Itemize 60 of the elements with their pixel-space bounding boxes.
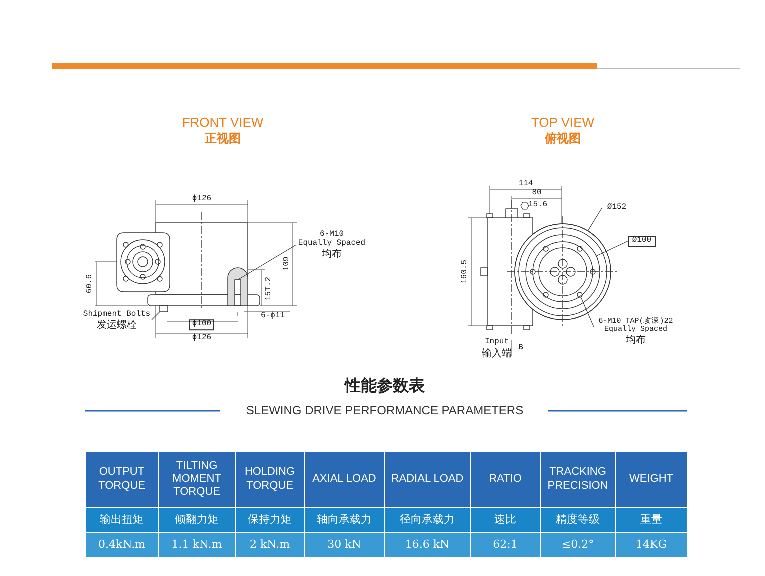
leader-line xyxy=(238,245,296,280)
table-cell: 14KG xyxy=(616,533,688,558)
dimension-label: Input xyxy=(485,338,509,348)
leader-line xyxy=(152,312,160,320)
view-title: 俯视图 xyxy=(545,132,581,146)
view-title: 正视图 xyxy=(205,132,241,146)
leader-line xyxy=(596,241,628,257)
column-header: WEIGHT xyxy=(616,452,688,508)
callout-text: 发运螺栓 xyxy=(96,320,138,331)
leader-line xyxy=(580,297,594,328)
table-cell: ≤0.2° xyxy=(541,533,616,558)
table-cell: 30 kN xyxy=(305,533,385,558)
callout-text: 6-M10 xyxy=(318,231,345,239)
dimension-label: 160.5 xyxy=(462,260,470,284)
callout-text: Shipment Bolts xyxy=(82,311,152,320)
bolt-hole xyxy=(577,292,583,298)
column-header: TRACKING PRECISION xyxy=(541,452,616,508)
dimension-label: ϕ100 xyxy=(189,320,215,330)
column-header: RATIO xyxy=(471,452,541,508)
dimension-label: 15T.2 xyxy=(266,277,274,301)
callout-text: Equally Spaced xyxy=(297,240,367,249)
bolt xyxy=(160,306,168,312)
dimension-label: 15.6 xyxy=(528,202,548,210)
dimension-label: 80 xyxy=(532,190,542,198)
dimension-label: 6-ϕ11 xyxy=(261,312,285,322)
view-title: FRONT VIEW xyxy=(182,116,264,130)
column-header: 精度等级 xyxy=(541,508,616,533)
dimension-label: ϕ126 xyxy=(192,196,212,204)
column-header: HOLDING TORQUE xyxy=(236,452,305,508)
port-label: 输入端 xyxy=(482,348,512,360)
callout-text: 均布 xyxy=(321,248,343,260)
table-cell: 1.1 kN.m xyxy=(159,533,236,558)
leader-line xyxy=(588,208,602,232)
table-cell: 0.4kN.m xyxy=(86,533,159,558)
dimension-label: Ø152 xyxy=(602,204,632,213)
dimension-label: Ø100 xyxy=(628,236,656,247)
table-title: 性能参数表 xyxy=(345,377,425,395)
table-cell: 2 kN.m xyxy=(236,533,305,558)
column-header: 保持力矩 xyxy=(236,508,305,533)
table-cell: 16.6 kN xyxy=(385,533,471,558)
column-header: 输出扭矩 xyxy=(86,508,159,533)
column-header: 倾翻力矩 xyxy=(159,508,236,533)
dimension-label: 60.6 xyxy=(86,274,96,294)
column-header: TILTING MOMENT TORQUE xyxy=(159,452,236,508)
column-header: 轴向承载力 xyxy=(305,508,385,533)
view-title: TOP VIEW xyxy=(531,116,595,130)
column-header: AXIAL LOAD xyxy=(305,452,385,508)
dimension-label: B xyxy=(518,344,524,354)
column-header: RADIAL LOAD xyxy=(385,452,471,508)
dimension-label: ϕ126 xyxy=(192,334,212,344)
dimension-label: 114 xyxy=(518,180,534,189)
column-header: 径向承载力 xyxy=(385,508,471,533)
callout-text: 均布 xyxy=(625,334,647,346)
dimension-label: 109 xyxy=(284,256,292,272)
column-header: 重量 xyxy=(616,508,688,533)
column-header: OUTPUT TORQUE xyxy=(86,452,159,508)
table-cell: 62:1 xyxy=(471,533,541,558)
column-header: 速比 xyxy=(471,508,541,533)
table-subtitle: SLEWING DRIVE PERFORMANCE PARAMETERS xyxy=(246,404,524,418)
bolt-circle xyxy=(526,234,600,310)
